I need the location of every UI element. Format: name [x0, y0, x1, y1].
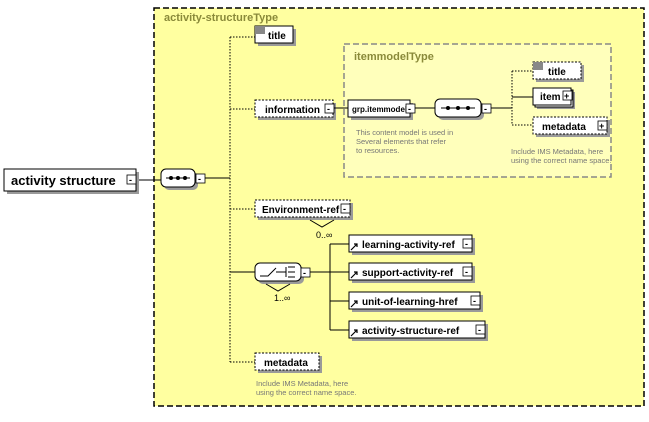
group-note-3: to resources.	[356, 146, 399, 155]
choice-item-label: support-activity-ref	[362, 268, 454, 279]
information-label: information	[265, 105, 320, 116]
expand-icon[interactable]	[562, 90, 573, 101]
item-label: item	[540, 92, 561, 103]
group-title-label: title	[548, 67, 566, 78]
group-title-element[interactable]	[532, 61, 582, 80]
reference-arrow-icon	[350, 243, 358, 251]
group-ref-label: grp.itemmodel	[352, 105, 407, 114]
root-element-label: activity structure	[11, 173, 116, 188]
environment-occurrence: 0..∞	[316, 230, 332, 240]
expand-icon[interactable]	[597, 120, 608, 131]
svg-text:+: +	[599, 121, 604, 131]
group-note-1: This content model is used in	[356, 128, 453, 137]
collapse-icon[interactable]	[475, 324, 486, 335]
svg-text:-: -	[343, 204, 346, 214]
reference-arrow-icon	[350, 300, 358, 308]
information-element[interactable]	[254, 99, 334, 118]
collapse-icon[interactable]	[470, 295, 481, 306]
svg-text:-: -	[198, 174, 201, 184]
svg-text:-: -	[465, 267, 468, 277]
reference-arrow-icon	[350, 271, 358, 279]
svg-text:-: -	[484, 104, 487, 114]
group-title: itemmodelType	[354, 51, 434, 63]
type-title: activity-structureType	[164, 12, 278, 24]
collapse-icon[interactable]	[126, 174, 137, 185]
attribute-square-icon	[533, 62, 543, 70]
metadata-note-2: using the correct name space.	[256, 388, 356, 397]
svg-text:-: -	[327, 104, 330, 114]
svg-text:-: -	[478, 325, 481, 335]
collapse-icon[interactable]	[340, 203, 351, 214]
metadata-element[interactable]	[254, 352, 320, 371]
group-meta-note-1: Include IMS Metadata, here	[511, 147, 603, 156]
metadata-label: metadata	[264, 358, 308, 369]
group-note-2: Several elements that refer	[356, 137, 447, 146]
svg-text:-: -	[303, 268, 306, 278]
title-label: title	[268, 31, 286, 42]
svg-text:-: -	[408, 104, 411, 114]
collapse-icon[interactable]	[462, 266, 473, 277]
collapse-icon[interactable]	[462, 238, 473, 249]
choice-item-label: unit-of-learning-href	[362, 297, 458, 308]
choice-item-label: learning-activity-ref	[362, 240, 455, 251]
group-metadata-label: metadata	[542, 122, 586, 133]
metadata-note-1: Include IMS Metadata, here	[256, 379, 348, 388]
svg-text:-: -	[129, 175, 132, 185]
environment-ref-label: Environment-ref	[262, 205, 340, 216]
svg-text:-: -	[465, 239, 468, 249]
group-meta-note-2: using the correct name space.	[511, 156, 611, 165]
choice-occurrence: 1..∞	[274, 293, 290, 303]
svg-text:+: +	[564, 91, 569, 101]
choice-item-label: activity-structure-ref	[362, 326, 460, 337]
reference-arrow-icon	[350, 329, 358, 337]
attribute-square-icon	[255, 26, 265, 34]
svg-text:-: -	[473, 296, 476, 306]
